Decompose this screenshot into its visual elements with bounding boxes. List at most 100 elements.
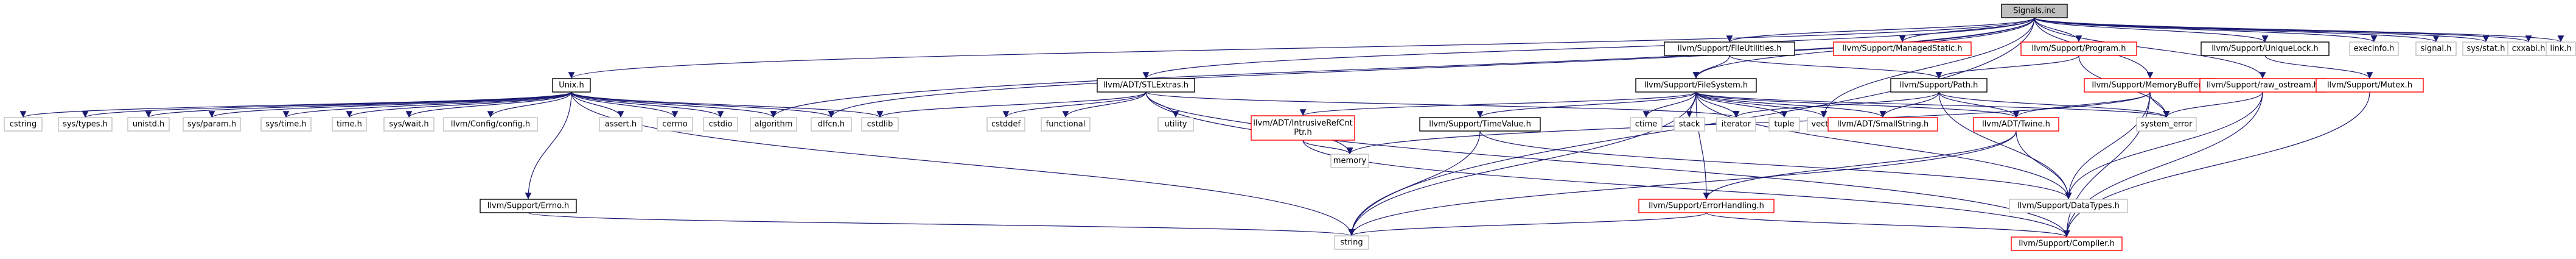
node-twine-h[interactable]: llvm/ADT/Twine.h [1973,117,2059,132]
node-cstdio[interactable]: cstdio [703,117,738,132]
edge-signals-inc-to-uniquelock-h [2034,17,2269,43]
node-box [260,117,312,132]
node-algorithm[interactable]: algorithm [750,117,797,132]
node-stack[interactable]: stack [1674,117,1705,132]
edge-signals-inc-to-cxxabi-h [2034,17,2532,43]
node-cxxabi-h[interactable]: cxxabi.h [2507,41,2550,56]
node-signals-inc[interactable]: Signals.inc [2001,4,2068,18]
edge-signals-inc-to-stlextras-h [1142,17,2035,79]
node-label: utility [1165,120,1187,129]
node-path-h[interactable]: llvm/Support/Path.h [1890,78,1988,93]
edge-signals-inc-to-unix-h [568,17,2035,79]
node-assert-h[interactable]: assert.h [599,117,643,132]
node-label: algorithm [755,120,793,129]
node-managedstatic-h[interactable]: llvm/Support/ManagedStatic.h [1833,41,1972,56]
node-uniquelock-h[interactable]: llvm/Support/UniqueLock.h [2201,41,2330,56]
node-box [2546,41,2576,56]
edge-signals-inc-to-vector [1820,17,2035,118]
node-label: stack [1679,120,1700,129]
node-label: execinfo.h [2354,44,2395,54]
node-box [2136,117,2197,132]
node-sysstat-h[interactable]: sys/stat.h [2462,41,2510,56]
node-system-error[interactable]: system_error [2136,117,2197,132]
node-stlextras-h[interactable]: llvm/ADT/STLExtras.h [1097,78,1195,93]
node-label: cstdlib [867,120,893,129]
node-cstddef[interactable]: cstddef [986,117,1025,132]
node-box [2020,41,2137,56]
node-unix-h[interactable]: Unix.h [552,78,591,93]
node-ctime[interactable]: ctime [1630,117,1663,132]
node-label: llvm/Support/ManagedStatic.h [1842,44,1962,54]
node-label: llvm/Support/UniqueLock.h [2211,44,2319,54]
node-box [480,199,577,213]
edge-signals-inc-to-raw-ostream-h [2034,17,2266,79]
edge-filesystem-h-to-errorhandling-h [1695,91,1710,200]
edge-errorhandling-h-to-compiler-h [1706,212,2070,238]
node-program-h[interactable]: llvm/Support/Program.h [2020,41,2137,56]
node-label: unistd.h [133,120,165,129]
node-box [2201,41,2330,56]
node-fileutilities-h[interactable]: llvm/Support/FileUtilities.h [1664,41,1795,56]
edge-memorybuffer-h-to-datatypes-h [2065,91,2151,200]
node-execinfo-h[interactable]: execinfo.h [2349,41,2399,56]
node-box [1768,117,1800,132]
edge-filesystem-h-to-system-error [1695,91,2169,118]
node-utility[interactable]: utility [1157,117,1194,132]
edge-signals-inc-to-managedstatic-h [1899,17,2035,43]
node-box [1097,78,1195,93]
node-label: string [1340,238,1363,247]
node-cstring[interactable]: cstring [4,117,43,132]
node-systypes-h[interactable]: sys/types.h [58,117,113,132]
node-cstdlib[interactable]: cstdlib [861,117,899,132]
node-dlfcn-h[interactable]: dlfcn.h [811,117,852,132]
edge-signals-inc-to-dlfcn-h [828,17,2035,118]
node-link-h[interactable]: link.h [2546,41,2576,56]
node-box [183,117,241,132]
node-label: cstddef [991,120,1021,129]
node-box [1716,117,1756,132]
node-box [986,117,1025,132]
node-unistd-h[interactable]: unistd.h [127,117,170,132]
node-iterator[interactable]: iterator [1716,117,1756,132]
edge-errorhandling-h-to-string [1348,212,1707,236]
node-label: llvm/ADT/STLExtras.h [1103,81,1189,90]
node-signal-h[interactable]: signal.h [2415,41,2457,56]
node-label: cerrno [662,120,688,129]
node-smallstring-h[interactable]: llvm/ADT/SmallString.h [1827,117,1938,132]
node-time-h[interactable]: time.h [332,117,367,132]
node-timevalue-h[interactable]: llvm/Support/TimeValue.h [1419,117,1541,132]
node-filesystem-h[interactable]: llvm/Support/FileSystem.h [1635,78,1757,93]
node-tuple[interactable]: tuple [1768,117,1800,132]
node-label: signal.h [2421,44,2452,54]
node-box [1674,117,1705,132]
node-errorhandling-h[interactable]: llvm/Support/ErrorHandling.h [1638,199,1775,213]
edge-intrusiverefcntptr-h-to-memory [1302,140,1353,155]
node-datatypes-h[interactable]: llvm/Support/DataTypes.h [2009,199,2128,213]
edge-filesystem-h-to-vector [1695,91,1827,118]
node-systime-h[interactable]: sys/time.h [260,117,312,132]
node-mutex-h[interactable]: llvm/Support/Mutex.h [2316,78,2424,93]
node-syswait-h[interactable]: sys/wait.h [383,117,435,132]
edge-unix-h-to-cerrno [571,91,679,118]
node-sysparam-h[interactable]: sys/param.h [183,117,241,132]
node-label: dlfcn.h [818,120,845,129]
edge-twine-h-to-errorhandling-h [1703,130,2017,200]
edge-stlextras-h-to-functional [1062,91,1147,118]
edge-twine-h-to-datatypes-h [2016,130,2072,200]
node-functional[interactable]: functional [1041,117,1091,132]
node-memorybuffer-h[interactable]: llvm/Support/MemoryBuffer.h [2084,78,2216,93]
node-compiler-h[interactable]: llvm/Support/Compiler.h [2011,236,2123,251]
node-errno-h[interactable]: llvm/Support/Errno.h [480,199,577,213]
edge-unix-h-to-time-h [346,91,572,118]
node-memory[interactable]: memory [1330,154,1369,168]
node-label: llvm/ADT/Twine.h [1982,120,2050,129]
node-raw-ostream-h[interactable]: llvm/Support/raw_ostream.h [2199,78,2326,93]
node-box [127,117,170,132]
edge-raw-ostream-h-to-compiler-h [2063,91,2263,238]
edge-unix-h-to-assert-h [571,91,624,118]
node-config-h[interactable]: llvm/Config/config.h [443,117,538,132]
node-string[interactable]: string [1334,235,1369,250]
node-cerrno[interactable]: cerrno [657,117,693,132]
